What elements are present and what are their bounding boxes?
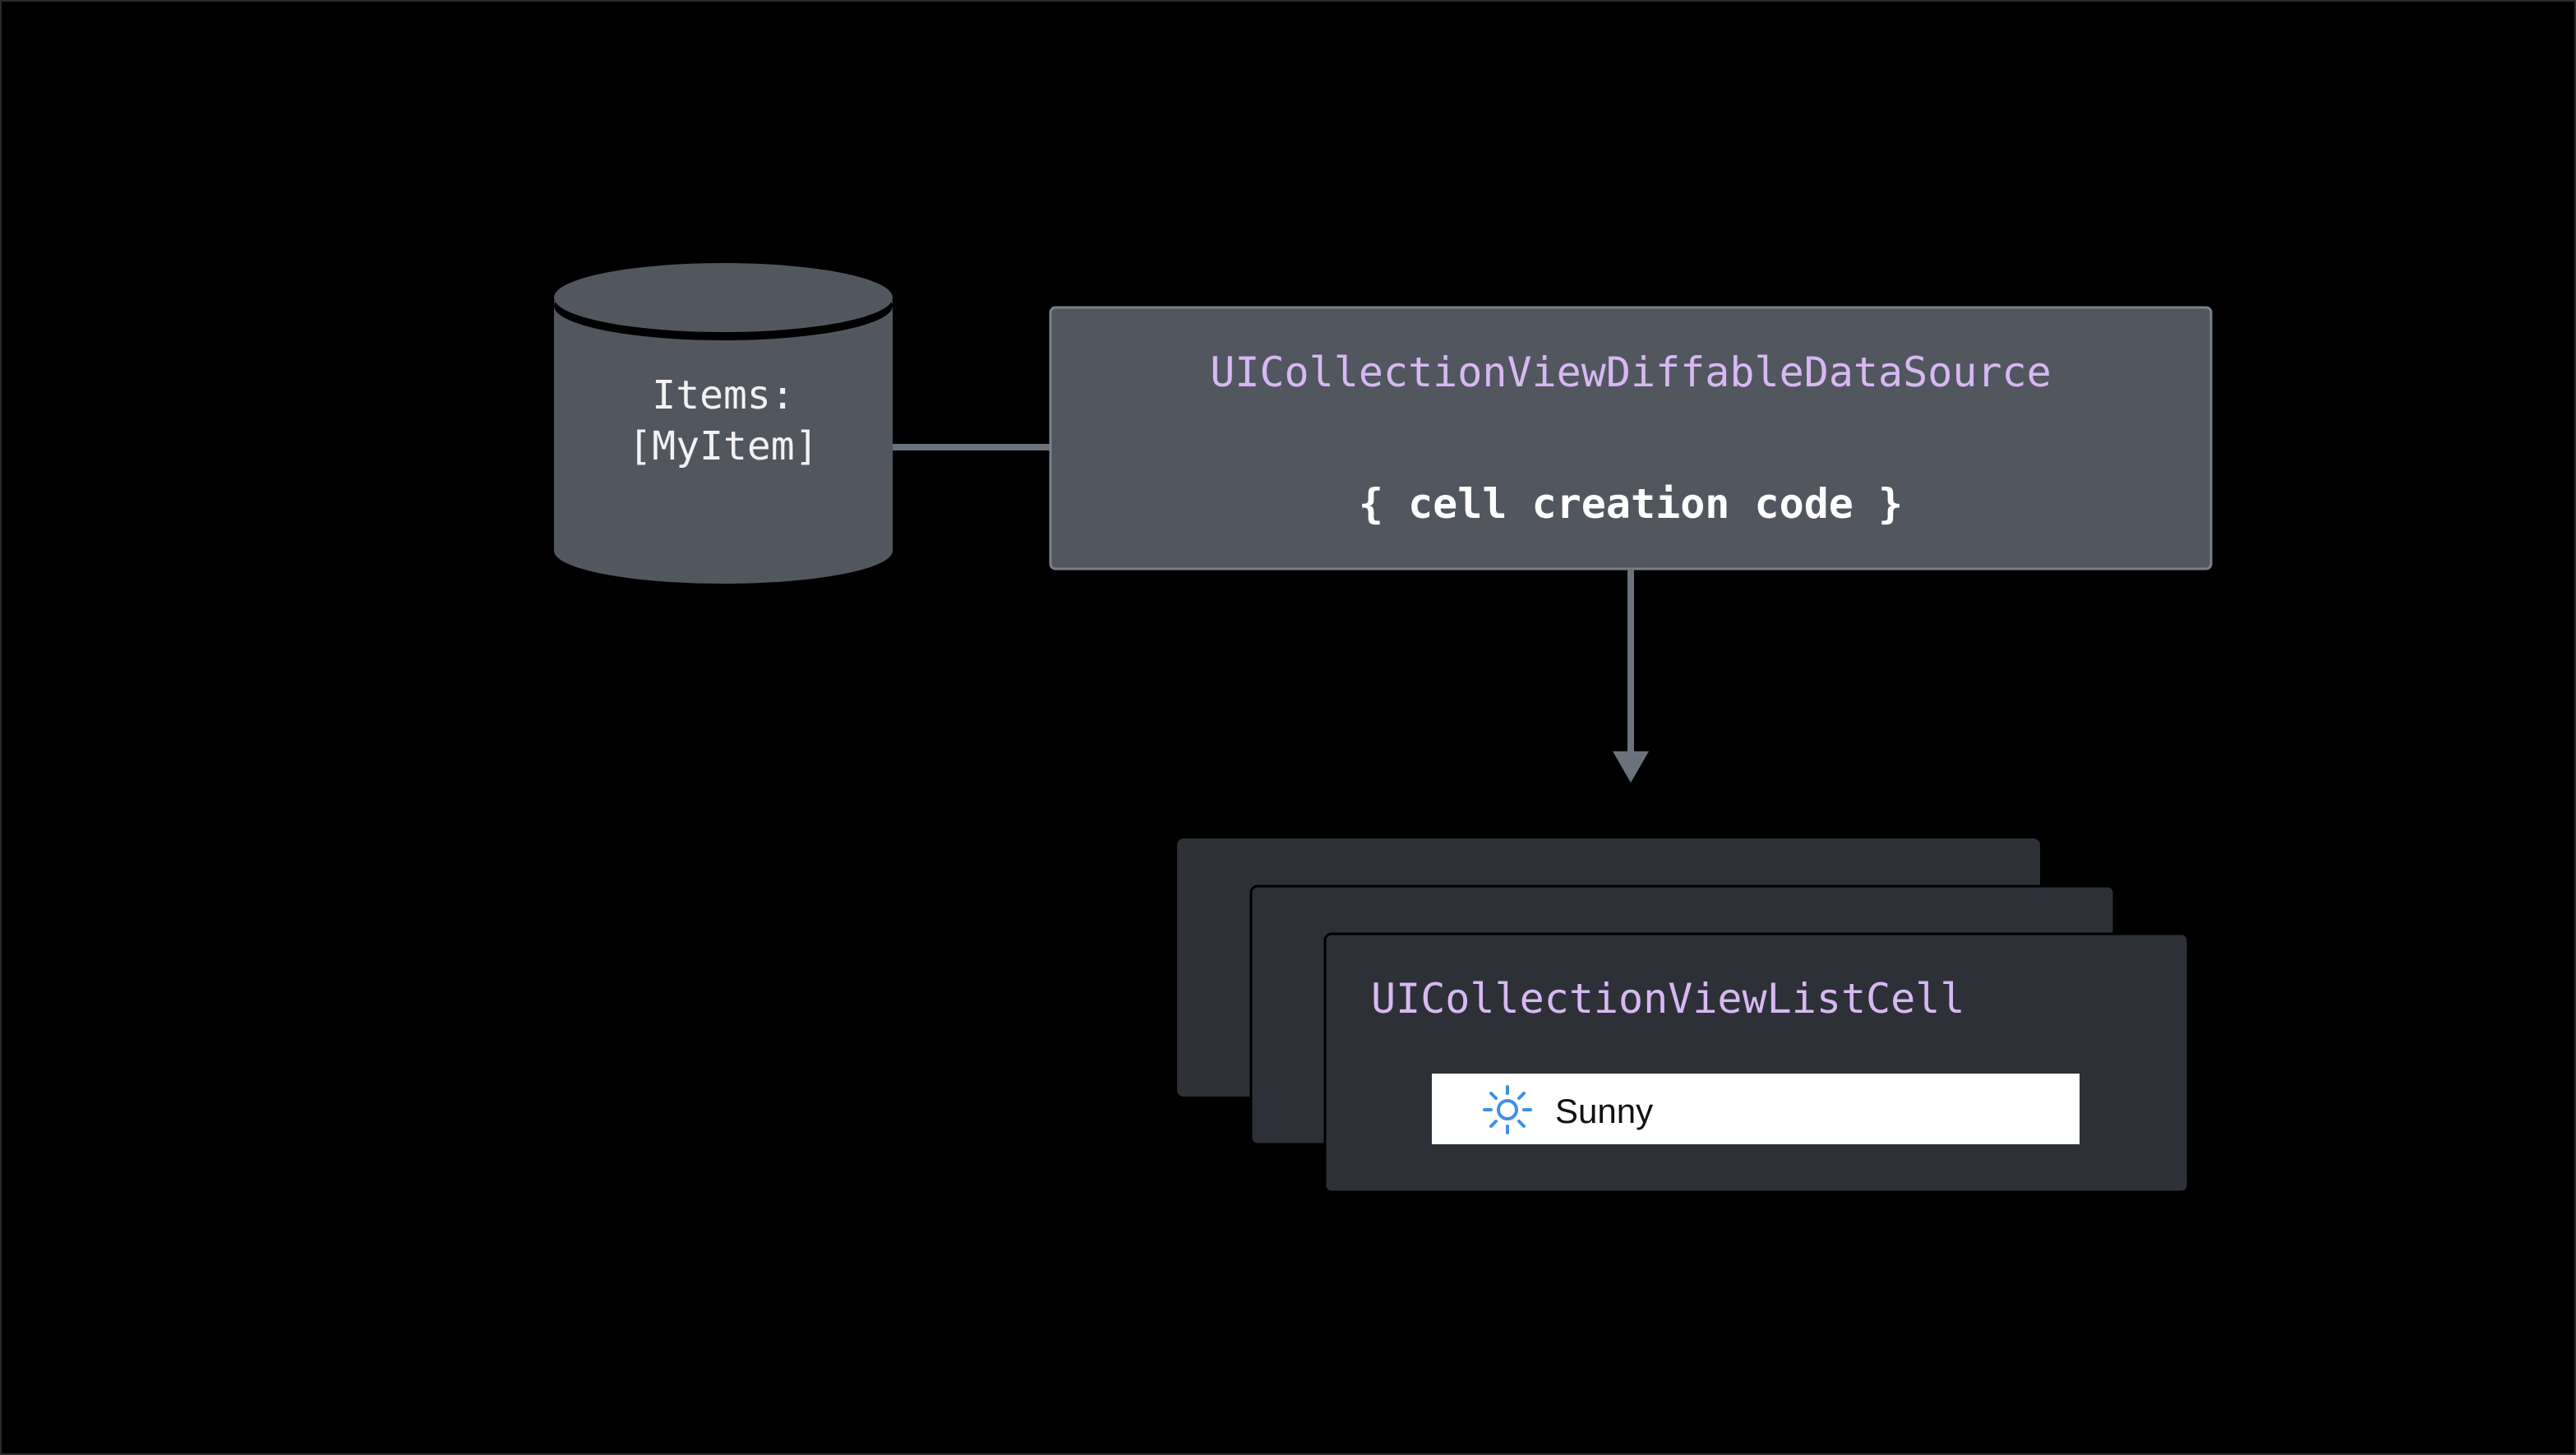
items-database-cylinder xyxy=(554,263,893,584)
list-cell-title: UICollectionViewListCell xyxy=(1371,975,1965,1023)
items-store-label-line1: Items: xyxy=(652,372,795,418)
datasource-to-cells-arrow xyxy=(1613,569,1649,783)
items-store-label: Items: [MyItem] xyxy=(559,370,888,472)
sun-icon xyxy=(1483,1085,1532,1134)
data-source-code: { cell creation code } xyxy=(1358,480,1904,528)
sunny-row-label: Sunny xyxy=(1555,1092,1654,1130)
items-store-label-line2: [MyItem] xyxy=(628,423,819,469)
data-source-title: UICollectionViewDiffableDataSource xyxy=(1210,349,2052,396)
sunny-row-background xyxy=(1432,1074,2080,1144)
